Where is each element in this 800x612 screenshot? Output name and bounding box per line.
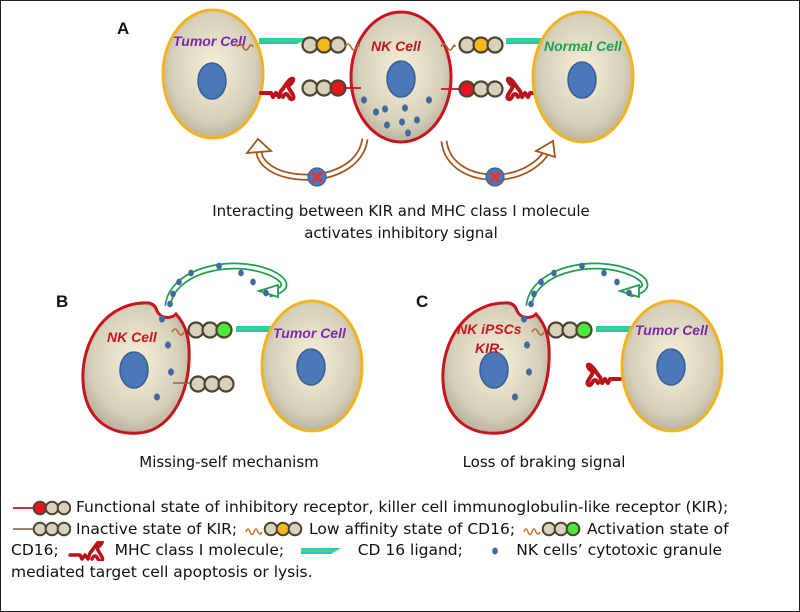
panel-a-normal-cell: Normal Cell xyxy=(531,10,635,144)
blocked-arrow-left xyxy=(245,137,369,181)
nucleus xyxy=(567,61,597,99)
panel-c-nk-label-line2: KIR- xyxy=(475,340,504,356)
panel-a-tumor-label: Tumor Cell xyxy=(173,33,247,49)
panel-c-tumor-cell: Tumor Cell xyxy=(620,299,724,433)
panel-a-caption-line1: Interacting between KIR and MHC class I … xyxy=(212,202,590,220)
nucleus xyxy=(656,348,686,386)
panel-b-nk-cell: NK Cell xyxy=(81,301,191,435)
panel-a-tumor-cell: Tumor Cell xyxy=(161,8,265,140)
panel-b-tumor-label: Tumor Cell xyxy=(273,325,347,341)
legend-cd16-ligand-text: CD 16 ligand; xyxy=(357,541,463,559)
mhc-class-i-icon xyxy=(585,362,622,388)
granule-cluster xyxy=(361,96,432,137)
nucleus xyxy=(479,351,509,389)
legend-kir-functional-text: Functional state of inhibitory receptor,… xyxy=(75,498,729,516)
panel-c-nk-label-line1: NK iPSCs xyxy=(457,321,522,337)
legend-cd16-active-text-2: CD16; xyxy=(11,541,59,559)
kir-inactive-icon xyxy=(13,521,71,537)
diagram-canvas: A Tumor Cell NK Cell xyxy=(56,8,724,471)
legend-kir-inactive-text: Inactive state of KIR; xyxy=(75,519,238,538)
cd16-active-c xyxy=(531,321,593,339)
legend-mhc-text: MHC class I molecule; xyxy=(114,541,285,559)
granule-cluster xyxy=(154,315,174,401)
cd16-active-b xyxy=(171,321,233,339)
panel-b-letter: B xyxy=(56,292,68,311)
block-sign-icon xyxy=(485,167,505,187)
nucleus xyxy=(197,62,227,100)
granule-release-arrow-c xyxy=(525,262,649,308)
kir-functional-left xyxy=(301,79,361,97)
cd16-low-affinity-right xyxy=(440,36,504,54)
block-sign-icon xyxy=(307,167,327,187)
panel-a-letter: A xyxy=(117,19,129,38)
kir-functional-icon xyxy=(13,500,71,515)
granule-icon xyxy=(491,547,498,554)
granule-cluster xyxy=(512,315,532,401)
panel-c-nk-cell: NK iPSCs KIR- xyxy=(441,301,551,435)
panel-b-caption: Missing-self mechanism xyxy=(139,453,319,471)
panel-a-nk-cell: NK Cell xyxy=(349,10,453,144)
panel-c-caption: Loss of braking signal xyxy=(463,453,626,471)
legend-line-1: Functional state of inhibitory receptor,… xyxy=(11,497,796,519)
panel-a-normal-label: Normal Cell xyxy=(544,38,623,54)
mhc-class-i-icon xyxy=(67,540,104,561)
legend-granule-text-2: mediated target cell apoptosis or lysis. xyxy=(11,562,313,581)
cd16-activation-icon xyxy=(523,521,581,537)
nucleus xyxy=(296,348,326,386)
panel-b-tumor-cell: Tumor Cell xyxy=(260,299,364,433)
legend-cd16-low-text: Low affinity state of CD16; xyxy=(309,519,516,538)
panel-b-nk-label: NK Cell xyxy=(107,329,158,345)
legend-line-2: Inactive state of KIR; Low affinity stat… xyxy=(11,519,796,541)
granule-release-arrow-b xyxy=(164,262,288,308)
legend-cd16-active-text-1: Activation state of xyxy=(586,519,729,538)
panel-a-nk-label: NK Cell xyxy=(371,38,422,54)
legend: Functional state of inhibitory receptor,… xyxy=(11,497,796,583)
mhc-class-i-icon xyxy=(259,76,296,102)
nucleus xyxy=(119,351,149,389)
legend-line-4: mediated target cell apoptosis or lysis. xyxy=(11,562,796,584)
cd16-ligand-icon xyxy=(300,547,341,554)
cd16-low-affinity-left xyxy=(236,36,360,54)
cd16-low-affinity-icon xyxy=(245,521,303,537)
kir-inactive-b xyxy=(173,375,235,393)
nucleus xyxy=(386,60,416,98)
panel-c-tumor-label: Tumor Cell xyxy=(635,322,709,338)
kir-functional-right xyxy=(441,80,504,98)
cd16-ligand-icon xyxy=(259,38,309,44)
panel-a-caption-line2: activates inhibitory signal xyxy=(304,224,498,242)
legend-granule-text-1: NK cells’ cytotoxic granule xyxy=(516,541,723,559)
panel-c-letter: C xyxy=(416,292,428,311)
legend-line-3: CD16; MHC class I molecule; CD 16 ligand… xyxy=(11,540,796,562)
